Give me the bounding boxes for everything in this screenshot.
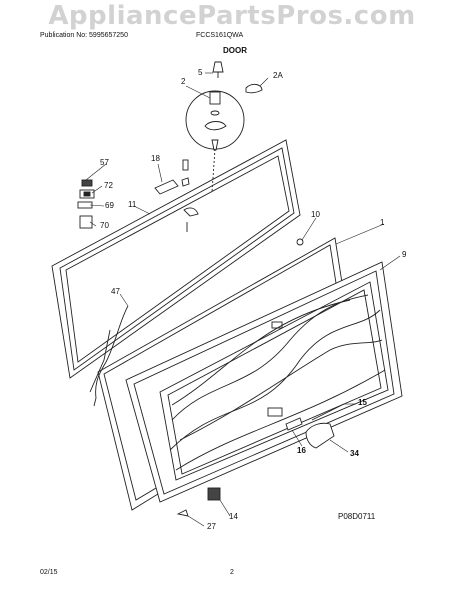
callout-16: 16	[297, 446, 306, 455]
callout-70: 70	[100, 221, 109, 230]
callout-27: 27	[207, 522, 216, 531]
callout-10: 10	[311, 210, 320, 219]
door-gasket	[51, 139, 301, 379]
switch-assembly	[77, 179, 95, 229]
clip-27	[176, 509, 189, 517]
wire-harness-47	[89, 305, 129, 407]
callout-47: 47	[111, 287, 120, 296]
callout-2: 2	[181, 77, 186, 86]
door-panel	[125, 261, 403, 503]
publication-number: Publication No: 5995657250	[40, 32, 128, 39]
footer-date: 02/15	[40, 569, 58, 576]
handle-part-18	[154, 159, 190, 195]
bumper-10	[296, 238, 304, 246]
callout-18: 18	[151, 154, 160, 163]
callout-72: 72	[104, 181, 113, 190]
callout-69: 69	[105, 201, 114, 210]
hinge-assembly-2	[204, 91, 227, 151]
hinge-2a	[245, 83, 263, 94]
hinge-small-parts	[183, 207, 199, 232]
lock-14	[207, 487, 221, 501]
callout-11: 11	[128, 200, 137, 209]
callout-34: 34	[350, 449, 359, 458]
model-number: FCCS161QWA	[196, 32, 244, 39]
callout-5: 5	[198, 68, 203, 77]
section-title: DOOR	[223, 46, 247, 55]
callout-15: 15	[358, 398, 367, 407]
diagram-code: P08D0711	[338, 512, 376, 521]
callout-57: 57	[100, 158, 109, 167]
door-handle-34	[285, 403, 345, 449]
callout-14: 14	[229, 512, 238, 521]
page-number: 2	[230, 569, 234, 576]
callout-1: 1	[380, 218, 385, 227]
watermark: AppliancePartsPros.com	[48, 1, 416, 31]
leader-lines	[85, 72, 401, 527]
callout-9: 9	[402, 250, 407, 259]
callout-2a: 2A	[273, 71, 283, 80]
hinge-cap-5	[212, 61, 224, 78]
